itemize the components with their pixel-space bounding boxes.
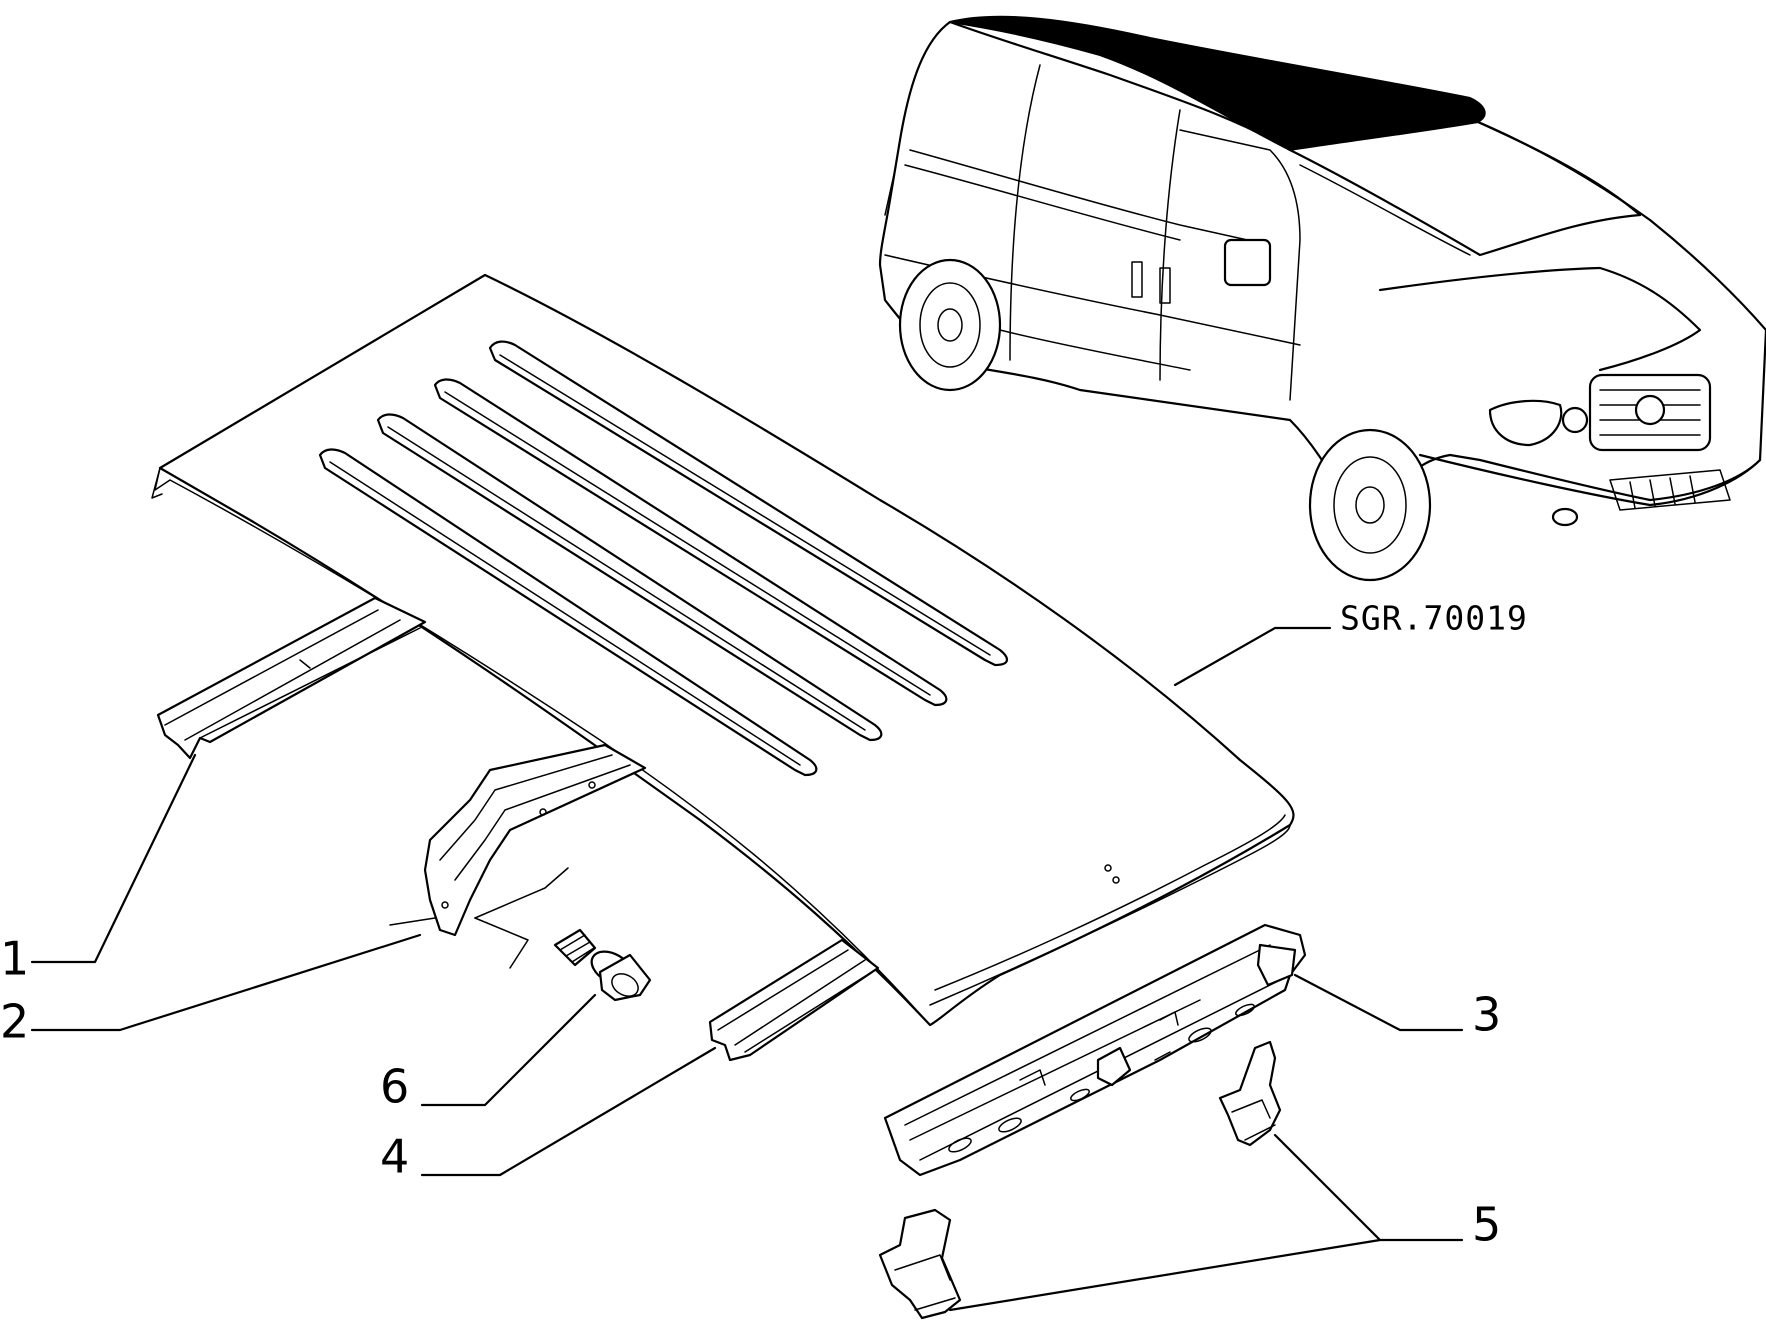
van-side-crease — [909, 149, 1271, 246]
part-2-middle-rail — [389, 743, 647, 969]
leader-6 — [420, 993, 597, 1107]
van-door-line-2 — [1159, 109, 1181, 381]
part-4-front-rail — [708, 938, 880, 1062]
roof-hole-2 — [1112, 876, 1120, 884]
van-door-line-1 — [1009, 64, 1041, 361]
roof-panel-edge-front — [929, 824, 1291, 1006]
van-windshield — [1288, 120, 1642, 257]
van-front-wheel — [1308, 428, 1432, 582]
callout-label-4: 4 — [380, 1130, 409, 1184]
van-front-door — [1179, 129, 1301, 401]
van-side-crease-2 — [904, 164, 1181, 241]
roof-panel-lip — [151, 467, 163, 499]
van-hood — [1378, 266, 1702, 372]
roof-panel-edge-front-2 — [934, 814, 1286, 991]
van-illustration — [878, 15, 1766, 582]
roof-panel-edge-left — [154, 467, 931, 1026]
leader-4 — [420, 1046, 717, 1177]
callout-labels: 1 2 3 4 5 6 SGR.70019 — [0, 599, 1528, 1252]
van-rear-light — [884, 169, 896, 216]
callout-label-5: 5 — [1472, 1198, 1501, 1252]
leader-5b — [948, 1238, 1382, 1312]
van-lower-body — [884, 254, 1301, 346]
van-lower-grille — [1609, 469, 1731, 511]
van-foglight — [1561, 406, 1589, 434]
callout-label-2: 2 — [0, 995, 29, 1049]
leader-2 — [30, 933, 422, 1032]
callout-label-3: 3 — [1472, 988, 1501, 1042]
leader-5a — [1273, 1133, 1464, 1242]
roof-rib-2 — [433, 378, 948, 707]
van-headlight — [1488, 399, 1563, 447]
van-front-bumper — [1418, 453, 1762, 507]
van-door-handle-2 — [1159, 267, 1171, 304]
van-windshield-inner — [1299, 164, 1471, 256]
callout-label-6: 6 — [380, 1060, 409, 1114]
van-grille-badge — [1634, 394, 1666, 426]
leader-ref — [1173, 626, 1332, 687]
roof-rib-4 — [318, 448, 818, 777]
callout-label-1: 1 — [0, 932, 29, 986]
roof-panel — [151, 273, 1295, 1027]
van-door-handle-1 — [1131, 261, 1143, 298]
part-3-front-cross-member — [883, 923, 1307, 1177]
part-5-bracket-upper — [1218, 1040, 1282, 1147]
part-6-bolt — [553, 928, 652, 1002]
van-roof-highlight — [949, 15, 1486, 152]
van-rocker — [999, 329, 1191, 371]
part-1-rear-rail — [156, 596, 427, 760]
roof-ribs — [318, 340, 1008, 777]
roof-rib-3 — [376, 413, 883, 742]
van-mirror — [1223, 238, 1272, 287]
roof-hole-1 — [1104, 864, 1112, 872]
van-lower-light — [1551, 507, 1579, 527]
leader-lines — [30, 626, 1464, 1312]
roof-rib-1 — [488, 340, 1008, 667]
van-rear-wheel — [898, 258, 1002, 392]
van-roofline-side — [948, 20, 1292, 152]
part-5-bracket-lower — [878, 1208, 962, 1320]
reference-code: SGR.70019 — [1340, 599, 1528, 638]
leader-3 — [1293, 973, 1464, 1032]
leader-1 — [30, 753, 197, 964]
